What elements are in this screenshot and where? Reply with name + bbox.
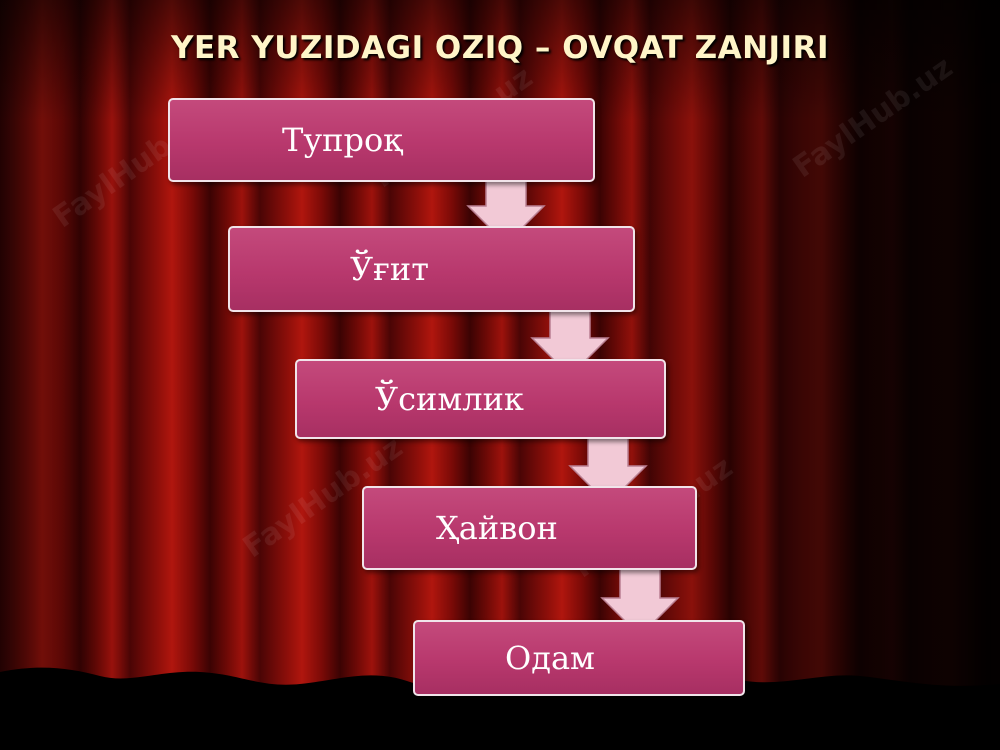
step-box-soil: Тупроқ xyxy=(168,98,595,182)
step-label: Ўғит xyxy=(350,250,429,288)
step-box-animal: Ҳайвон xyxy=(362,486,697,570)
step-label: Ҳайвон xyxy=(436,509,558,547)
step-box-human: Одам xyxy=(413,620,745,696)
step-box-fertilizer: Ўғит xyxy=(228,226,635,312)
slide-title: YER YUZIDAGI OZIQ – OVQAT ZANJIRI xyxy=(171,30,829,66)
step-label: Тупроқ xyxy=(282,121,403,159)
step-label: Ўсимлик xyxy=(375,380,524,418)
step-box-plant: Ўсимлик xyxy=(295,359,666,439)
step-label: Одам xyxy=(505,639,595,677)
